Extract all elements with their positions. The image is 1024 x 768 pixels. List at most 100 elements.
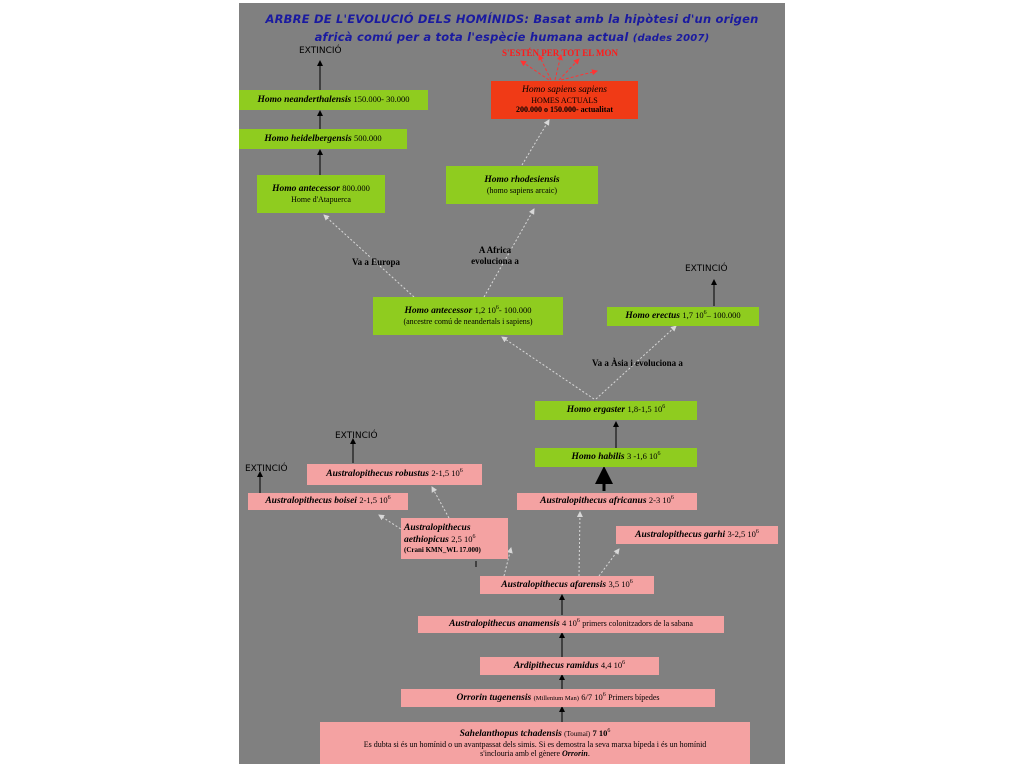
habilis-name: Homo habilis bbox=[571, 452, 625, 463]
rhodesiensis-note: (homo sapiens arcaic) bbox=[486, 185, 558, 195]
anamensis-date-a: 4 10 bbox=[562, 618, 577, 629]
anamensis-exp: 6 bbox=[576, 618, 580, 625]
ergaster-date-a: 1,8-1,5 10 bbox=[627, 404, 663, 415]
antecessor-eu-name: Homo antecessor bbox=[272, 183, 340, 194]
arrow-rhod-sapiens bbox=[521, 119, 550, 166]
tchadensis-date-a: 7 10 bbox=[592, 727, 608, 738]
title-line-1: ARBRE DE L'EVOLUCIÓ DELS HOMÍNIDS: Basat… bbox=[265, 12, 759, 26]
node-robustus: Australopithecus robustus 2-1,5 106 bbox=[307, 464, 482, 485]
aethiopicus-name2: aethiopicus bbox=[404, 535, 449, 546]
connector-lines bbox=[257, 54, 717, 722]
title-line-2-text: africà comú per a tota l'espècie humana … bbox=[314, 30, 629, 44]
tugenensis-date-a: 6/7 10 bbox=[581, 692, 603, 703]
afarensis-name: Australopithecus afarensis bbox=[501, 580, 607, 591]
arrow-aeth-boisei bbox=[378, 514, 405, 532]
boisei-date-a: 2-1,5 10 bbox=[359, 495, 388, 506]
node-boisei: Australopithecus boisei 2-1,5 106 bbox=[248, 493, 408, 510]
neanderthalensis-name: Homo neanderthalensis bbox=[257, 94, 352, 105]
antecessor-exp: 6 bbox=[495, 305, 499, 312]
node-tchadensis: Sahelanthopus tchadensis (Toumaï) 7 106 … bbox=[320, 722, 750, 764]
antecessor-date-b: - 100.000 bbox=[498, 305, 532, 316]
node-tugenensis: Orrorin tugenensis (Millenium Man) 6/7 1… bbox=[401, 689, 715, 707]
tugenensis-exp: 6 bbox=[602, 691, 606, 698]
erectus-date-a: 1,7 10 bbox=[682, 310, 704, 321]
node-garhi: Australopithecus garhi 3-2,5 106 bbox=[616, 526, 778, 544]
afarensis-exp: 6 bbox=[629, 578, 633, 585]
extinction-neanderthal: EXTINCIÓ bbox=[299, 46, 342, 56]
arrow-aeth-robustus bbox=[431, 486, 450, 519]
arrow-sapiens-spread-3 bbox=[554, 54, 563, 81]
antecessor-date-a: 1,2 10 bbox=[474, 305, 496, 316]
node-antecessor-europe: Homo antecessor 800.000 Home d'Atapuerca bbox=[257, 175, 385, 213]
africanus-exp: 6 bbox=[670, 495, 674, 502]
arrow-sapiens-spread-2 bbox=[538, 54, 552, 81]
erectus-date-b: – 100.000 bbox=[706, 310, 741, 321]
title-line-2: africà comú per a tota l'espècie humana … bbox=[239, 30, 785, 44]
ergaster-exp: 6 bbox=[662, 404, 666, 411]
antecessor-eu-date: 800.000 bbox=[342, 182, 370, 193]
node-habilis: Homo habilis 3 -1,6 106 bbox=[535, 448, 697, 467]
arrow-ant-africa bbox=[483, 208, 535, 298]
garhi-name: Australopithecus garhi bbox=[635, 530, 726, 541]
label-to-africa-1: A Africa bbox=[478, 245, 512, 255]
robustus-date-a: 2-1,5 10 bbox=[431, 468, 460, 479]
tchadensis-note1: Es dubta si és un homínid o un avantpass… bbox=[363, 739, 707, 749]
antecessor-name: Homo antecessor bbox=[404, 306, 473, 317]
africanus-date-a: 2-3 10 bbox=[648, 495, 671, 506]
node-erectus: Homo erectus 1,7 106– 100.000 bbox=[607, 307, 759, 326]
neanderthalensis-date: 150.000- 30.000 bbox=[353, 93, 410, 104]
tugenensis-paren: (Millenium Man) bbox=[533, 695, 579, 703]
heidelbergensis-name: Homo heidelbergensis bbox=[264, 133, 352, 144]
robustus-exp: 6 bbox=[459, 468, 463, 475]
ramidus-date-a: 4,4 10 bbox=[600, 660, 623, 671]
erectus-name: Homo erectus bbox=[625, 311, 680, 322]
extinction-robustus: EXTINCIÓ bbox=[335, 431, 378, 441]
tchadensis-note2: s'inclouria amb el gènere bbox=[480, 749, 561, 759]
slide-background: ARBRE DE L'EVOLUCIÓ DELS HOMÍNIDS: Basat… bbox=[239, 3, 785, 764]
garhi-date-a: 3-2,5 10 bbox=[727, 529, 756, 540]
node-sapiens: Homo sapiens sapiens HOMES ACTUALS 200.0… bbox=[491, 81, 638, 119]
arrow-sapiens-spread-1 bbox=[520, 60, 550, 81]
node-afarensis: Australopithecus afarensis 3,5 106 bbox=[480, 576, 654, 594]
node-aethiopicus: Australopithecus aethiopicus 2,5 106 (Cr… bbox=[401, 518, 508, 559]
tchadensis-genus: Orrorin bbox=[562, 749, 588, 759]
node-heidelbergensis: Homo heidelbergensis 500.000 bbox=[239, 129, 407, 149]
node-anamensis: Australopithecus anamensis 4 106 primers… bbox=[418, 616, 724, 633]
label-to-africa-2: evoluciona a bbox=[471, 255, 519, 266]
ramidus-name: Ardipithecus ramidus bbox=[513, 661, 599, 672]
tchadensis-exp: 6 bbox=[607, 727, 611, 734]
erectus-exp: 6 bbox=[703, 310, 707, 317]
tugenensis-name: Orrorin tugenensis bbox=[456, 693, 532, 704]
afarensis-date-a: 3,5 10 bbox=[608, 579, 630, 590]
tchadensis-name: Sahelanthopus tchadensis bbox=[459, 728, 562, 739]
tugenensis-note: Primers bípedes bbox=[608, 693, 660, 703]
tchadensis-paren: (Toumaï) bbox=[564, 729, 591, 738]
sapiens-name: Homo sapiens sapiens bbox=[522, 85, 607, 96]
node-africanus: Australopithecus africanus 2-3 106 bbox=[517, 493, 697, 510]
label-to-europe: Va a Europa bbox=[352, 257, 401, 267]
rhodesiensis-name: Homo rhodesiensis bbox=[484, 174, 560, 185]
extinction-erectus: EXTINCIÓ bbox=[685, 264, 728, 274]
aethiopicus-date-a: 2,5 10 bbox=[451, 534, 473, 545]
node-neanderthalensis: Homo neanderthalensis 150.000- 30.000 bbox=[239, 90, 428, 110]
arrow-afarensis-garhi bbox=[598, 548, 620, 577]
arrow-sapiens-spread-4 bbox=[558, 58, 580, 81]
node-antecessor-common: Homo antecessor 1,2 106- 100.000 (ancest… bbox=[373, 297, 563, 335]
habilis-exp: 6 bbox=[657, 451, 661, 458]
arrow-sapiens-spread-5 bbox=[560, 69, 598, 81]
sapiens-line3: 200.000 o 150.000- actualitat bbox=[515, 105, 614, 115]
node-ramidus: Ardipithecus ramidus 4,4 106 bbox=[480, 657, 659, 675]
antecessor-note: (ancestre comú de neandertals i sapiens) bbox=[403, 317, 533, 327]
aethiopicus-note: (Crani KMN_WL 17.000) bbox=[404, 545, 481, 554]
africanus-name: Australopithecus africanus bbox=[540, 496, 647, 507]
arrow-ant-europe bbox=[323, 214, 415, 298]
anamensis-note: primers colonitzadors de la sabana bbox=[582, 619, 693, 629]
heidelbergensis-date: 500.000 bbox=[354, 132, 382, 143]
spreads-label: S'ESTÉN PER TOT EL MON bbox=[502, 48, 619, 58]
aethiopicus-exp: 6 bbox=[472, 533, 476, 540]
anamensis-name: Australopithecus anamensis bbox=[449, 619, 560, 630]
node-ergaster: Homo ergaster 1,8-1,5 106 bbox=[535, 401, 697, 420]
aethiopicus-name1: Australopithecus bbox=[404, 522, 471, 533]
arrow-afarensis-aeth bbox=[503, 547, 513, 577]
garhi-exp: 6 bbox=[755, 528, 759, 535]
